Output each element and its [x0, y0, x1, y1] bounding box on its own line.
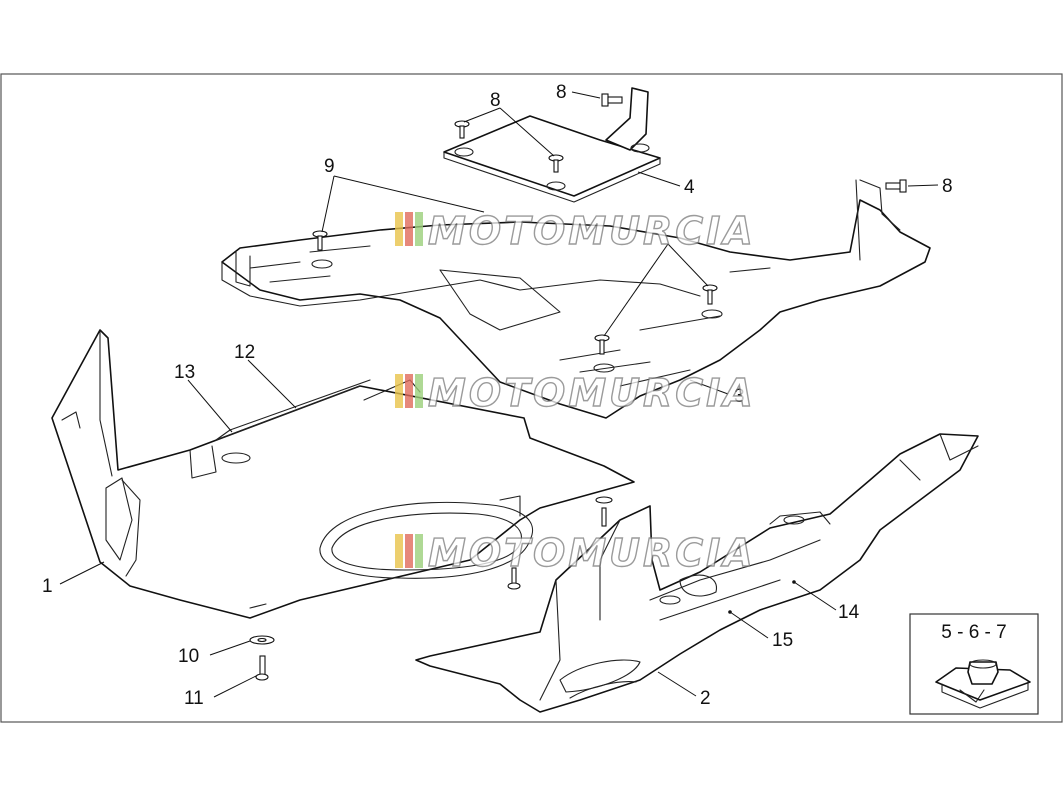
screw-lower-b — [507, 567, 521, 590]
screw-8-tray-left — [454, 120, 470, 139]
fasteners — [249, 93, 907, 681]
watermark-stripe-2 — [405, 374, 413, 408]
callout-9: 9 — [324, 156, 335, 177]
watermark-stripe-3 — [415, 212, 423, 246]
screw-9-right-b — [594, 334, 610, 355]
callout-3: 3 — [734, 386, 745, 407]
watermark-stripe-2 — [405, 212, 413, 246]
washer-10 — [249, 635, 275, 645]
watermark-text: MOTOMURCIA — [428, 531, 756, 575]
inset-label: 5 - 6 - 7 — [941, 622, 1006, 643]
leader-lines — [59, 91, 939, 698]
watermark-stripe-1 — [395, 374, 403, 408]
screw-8-tray-right — [548, 154, 564, 173]
watermark-top: MOTOMURCIA — [395, 208, 756, 254]
callout-8-top: 8 — [556, 82, 567, 103]
screw-11 — [255, 655, 269, 681]
diagram-frame — [0, 73, 1063, 723]
watermark-text: MOTOMURCIA — [428, 371, 756, 415]
part-3-footrest-panel — [221, 179, 931, 419]
part-2-belly-pan — [415, 433, 979, 713]
callout-12: 12 — [234, 342, 255, 363]
callout-10: 10 — [178, 646, 199, 667]
callout-14: 14 — [838, 602, 860, 623]
watermark-stripe-1 — [395, 212, 403, 246]
inset-box: 5 - 6 - 7 — [909, 613, 1039, 715]
watermark-stripe-3 — [415, 374, 423, 408]
clip-nut-icon — [935, 659, 1031, 709]
callout-8-right: 8 — [942, 176, 953, 197]
watermark-stripe-2 — [405, 534, 413, 568]
callout-labels: 8 8 8 9 4 3 12 13 1 14 15 10 11 2 — [42, 82, 953, 709]
callout-2: 2 — [700, 688, 711, 709]
watermark-bottom: MOTOMURCIA — [395, 530, 756, 576]
callout-15: 15 — [772, 630, 793, 651]
callout-4: 4 — [684, 177, 695, 198]
screw-9-left — [312, 230, 328, 251]
part-4-top-tray — [443, 87, 661, 203]
callout-8-tray: 8 — [490, 90, 501, 111]
screw-8-right — [885, 179, 907, 193]
screw-9-right-a — [702, 284, 718, 305]
part-1-front-shield — [51, 329, 635, 619]
callout-1: 1 — [42, 576, 53, 597]
watermark-stripe-1 — [395, 534, 403, 568]
screw-8-top — [601, 93, 623, 107]
watermark-middle: MOTOMURCIA — [395, 370, 756, 416]
callout-11: 11 — [184, 688, 204, 709]
screw-lower-a — [595, 496, 613, 527]
callout-13: 13 — [174, 362, 195, 383]
watermark-stripe-3 — [415, 534, 423, 568]
watermark-text: MOTOMURCIA — [428, 209, 756, 253]
